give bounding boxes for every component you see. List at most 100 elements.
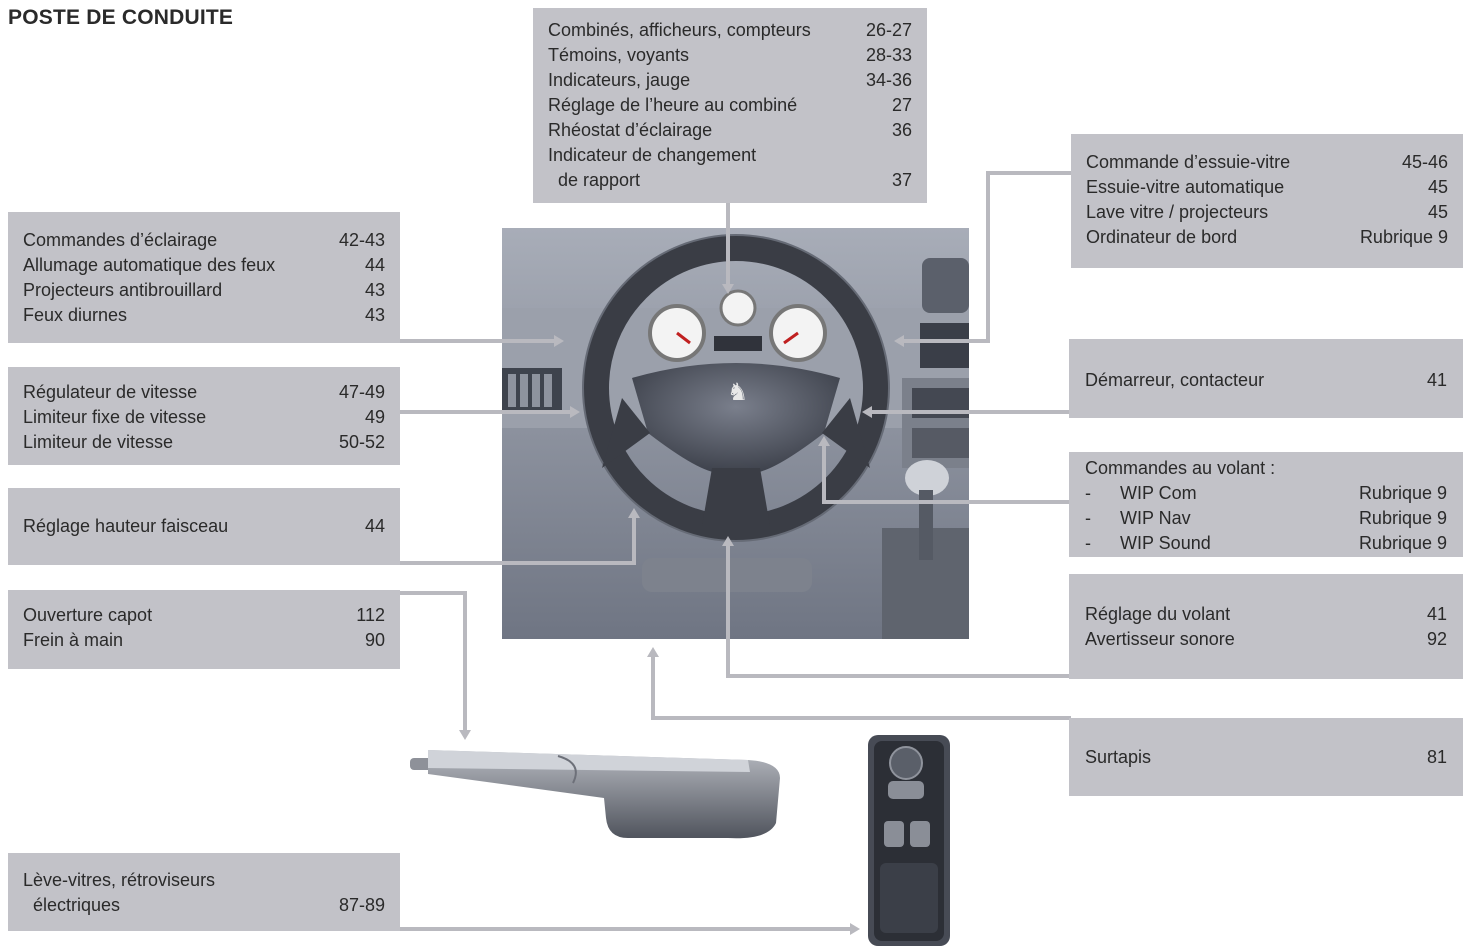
list-item: Réglage de l’heure au combiné 27 [548,93,912,118]
item-page: 92 [1426,629,1447,649]
item-page: 37 [891,170,912,190]
item-label: Indicateur de changement [548,145,757,165]
item-page: 27 [891,95,912,115]
item-label: Réglage du volant [1085,604,1231,624]
item-label: Ordinateur de bord [1086,227,1238,247]
list-item: Projecteurs antibrouillard 43 [23,278,385,303]
item-label: Rhéostat d’éclairage [548,120,713,140]
item-label: Combinés, afficheurs, compteurs [548,20,811,40]
item-page: 45 [1427,202,1448,222]
box-windows-mirrors: Lève-vitres, rétroviseurs électriques 87… [8,853,400,931]
item-page: 44 [364,255,385,275]
item-page: 81 [1426,747,1447,767]
handbrake-illustration [410,750,780,839]
item-page: 90 [364,630,385,650]
box-mats: Surtapis 81 [1069,718,1463,796]
list-item: Allumage automatique des feux 44 [23,253,385,278]
list-item: Commandes d’éclairage 42-43 [23,228,385,253]
dashboard-photo: ♞ [502,228,969,639]
item-page: 43 [364,305,385,325]
item-label: Régulateur de vitesse [23,382,198,402]
list-item: Combinés, afficheurs, compteurs 26-27 [548,18,912,43]
list-item: - WIP Nav Rubrique 9 [1085,506,1447,531]
item-label: Feux diurnes [23,305,128,325]
window-switch-panel-illustration [868,735,950,946]
item-label: Témoins, voyants [548,45,690,65]
item-label: Réglage hauteur faisceau [23,516,229,536]
item-label: Limiteur fixe de vitesse [23,407,207,427]
item-page: 50-52 [338,432,385,452]
item-label: Frein à main [23,630,124,650]
item-dash: - [1085,533,1091,553]
item-label: Projecteurs antibrouillard [23,280,223,300]
box-lighting: Commandes d’éclairage 42-43 Allumage aut… [8,212,400,343]
item-page: 34-36 [865,70,912,90]
list-item: électriques 87-89 [23,893,385,918]
item-page: Rubrique 9 [1358,483,1447,503]
list-item: Témoins, voyants 28-33 [548,43,912,68]
item-page: 41 [1426,604,1447,624]
item-page: 26-27 [865,20,912,40]
dashboard-illustration: ♞ [502,228,969,639]
page-title: POSTE DE CONDUITE [8,6,234,29]
list-item: Indicateur de changement [548,143,912,168]
item-page: 36 [891,120,912,140]
item-label: Allumage automatique des feux [23,255,276,275]
list-item: Commandes au volant : [1085,456,1447,481]
item-page: 44 [364,516,385,536]
list-item: Commande d’essuie-vitre 45-46 [1086,150,1448,175]
item-label: WIP Com [1120,483,1197,503]
item-page: 45-46 [1401,152,1448,172]
list-item: - WIP Com Rubrique 9 [1085,481,1447,506]
box-speed: Régulateur de vitesse 47-49 Limiteur fix… [8,367,400,465]
item-page: 87-89 [338,895,385,915]
item-label: WIP Nav [1120,508,1191,528]
item-label: Commande d’essuie-vitre [1086,152,1291,172]
item-label: Commandes au volant : [1085,458,1276,478]
box-wheel-controls: Commandes au volant : - WIP Com Rubrique… [1069,452,1463,557]
svg-text:♞: ♞ [727,378,749,406]
item-label: Avertisseur sonore [1085,629,1235,649]
item-label: électriques [23,895,121,915]
item-page: Rubrique 9 [1359,227,1448,247]
item-page: 49 [364,407,385,427]
item-page: 41 [1426,370,1447,390]
list-item: Régulateur de vitesse 47-49 [23,380,385,405]
list-item: Frein à main 90 [23,628,385,653]
list-item: - WIP Sound Rubrique 9 [1085,531,1447,556]
list-item: Rhéostat d’éclairage 36 [548,118,912,143]
item-label: Surtapis [1085,747,1152,767]
item-page: Rubrique 9 [1358,508,1447,528]
list-item: Feux diurnes 43 [23,303,385,328]
box-starter: Démarreur, contacteur 41 [1069,339,1463,418]
item-page: Rubrique 9 [1358,533,1447,553]
list-item: de rapport 37 [548,168,912,193]
list-item: Réglage hauteur faisceau 44 [23,514,385,539]
item-dash: - [1085,483,1091,503]
list-item: Limiteur de vitesse 50-52 [23,430,385,455]
box-bonnet-handbrake: Ouverture capot 112 Frein à main 90 [8,590,400,669]
item-label: Limiteur de vitesse [23,432,174,452]
item-label: WIP Sound [1120,533,1211,553]
list-item: Avertisseur sonore 92 [1085,627,1447,652]
list-item: Ordinateur de bord Rubrique 9 [1086,225,1448,250]
list-item: Démarreur, contacteur 41 [1085,368,1447,393]
item-page: 45 [1427,177,1448,197]
list-item: Lève-vitres, rétroviseurs [23,868,385,893]
list-item: Réglage du volant 41 [1085,602,1447,627]
box-wheel-adjust: Réglage du volant 41 Avertisseur sonore … [1069,574,1463,679]
item-label: Indicateurs, jauge [548,70,691,90]
item-label: Commandes d’éclairage [23,230,218,250]
box-wipers: Commande d’essuie-vitre 45-46 Essuie-vit… [1071,134,1463,268]
item-label: Lève-vitres, rétroviseurs [23,870,216,890]
list-item: Limiteur fixe de vitesse 49 [23,405,385,430]
item-label: Essuie-vitre automatique [1086,177,1285,197]
list-item: Indicateurs, jauge 34-36 [548,68,912,93]
item-dash: - [1085,508,1091,528]
item-page: 42-43 [338,230,385,250]
box-instruments: Combinés, afficheurs, compteurs 26-27 Té… [533,8,927,203]
item-label: Réglage de l’heure au combiné [548,95,798,115]
box-beam: Réglage hauteur faisceau 44 [8,488,400,565]
item-label: de rapport [548,170,641,190]
